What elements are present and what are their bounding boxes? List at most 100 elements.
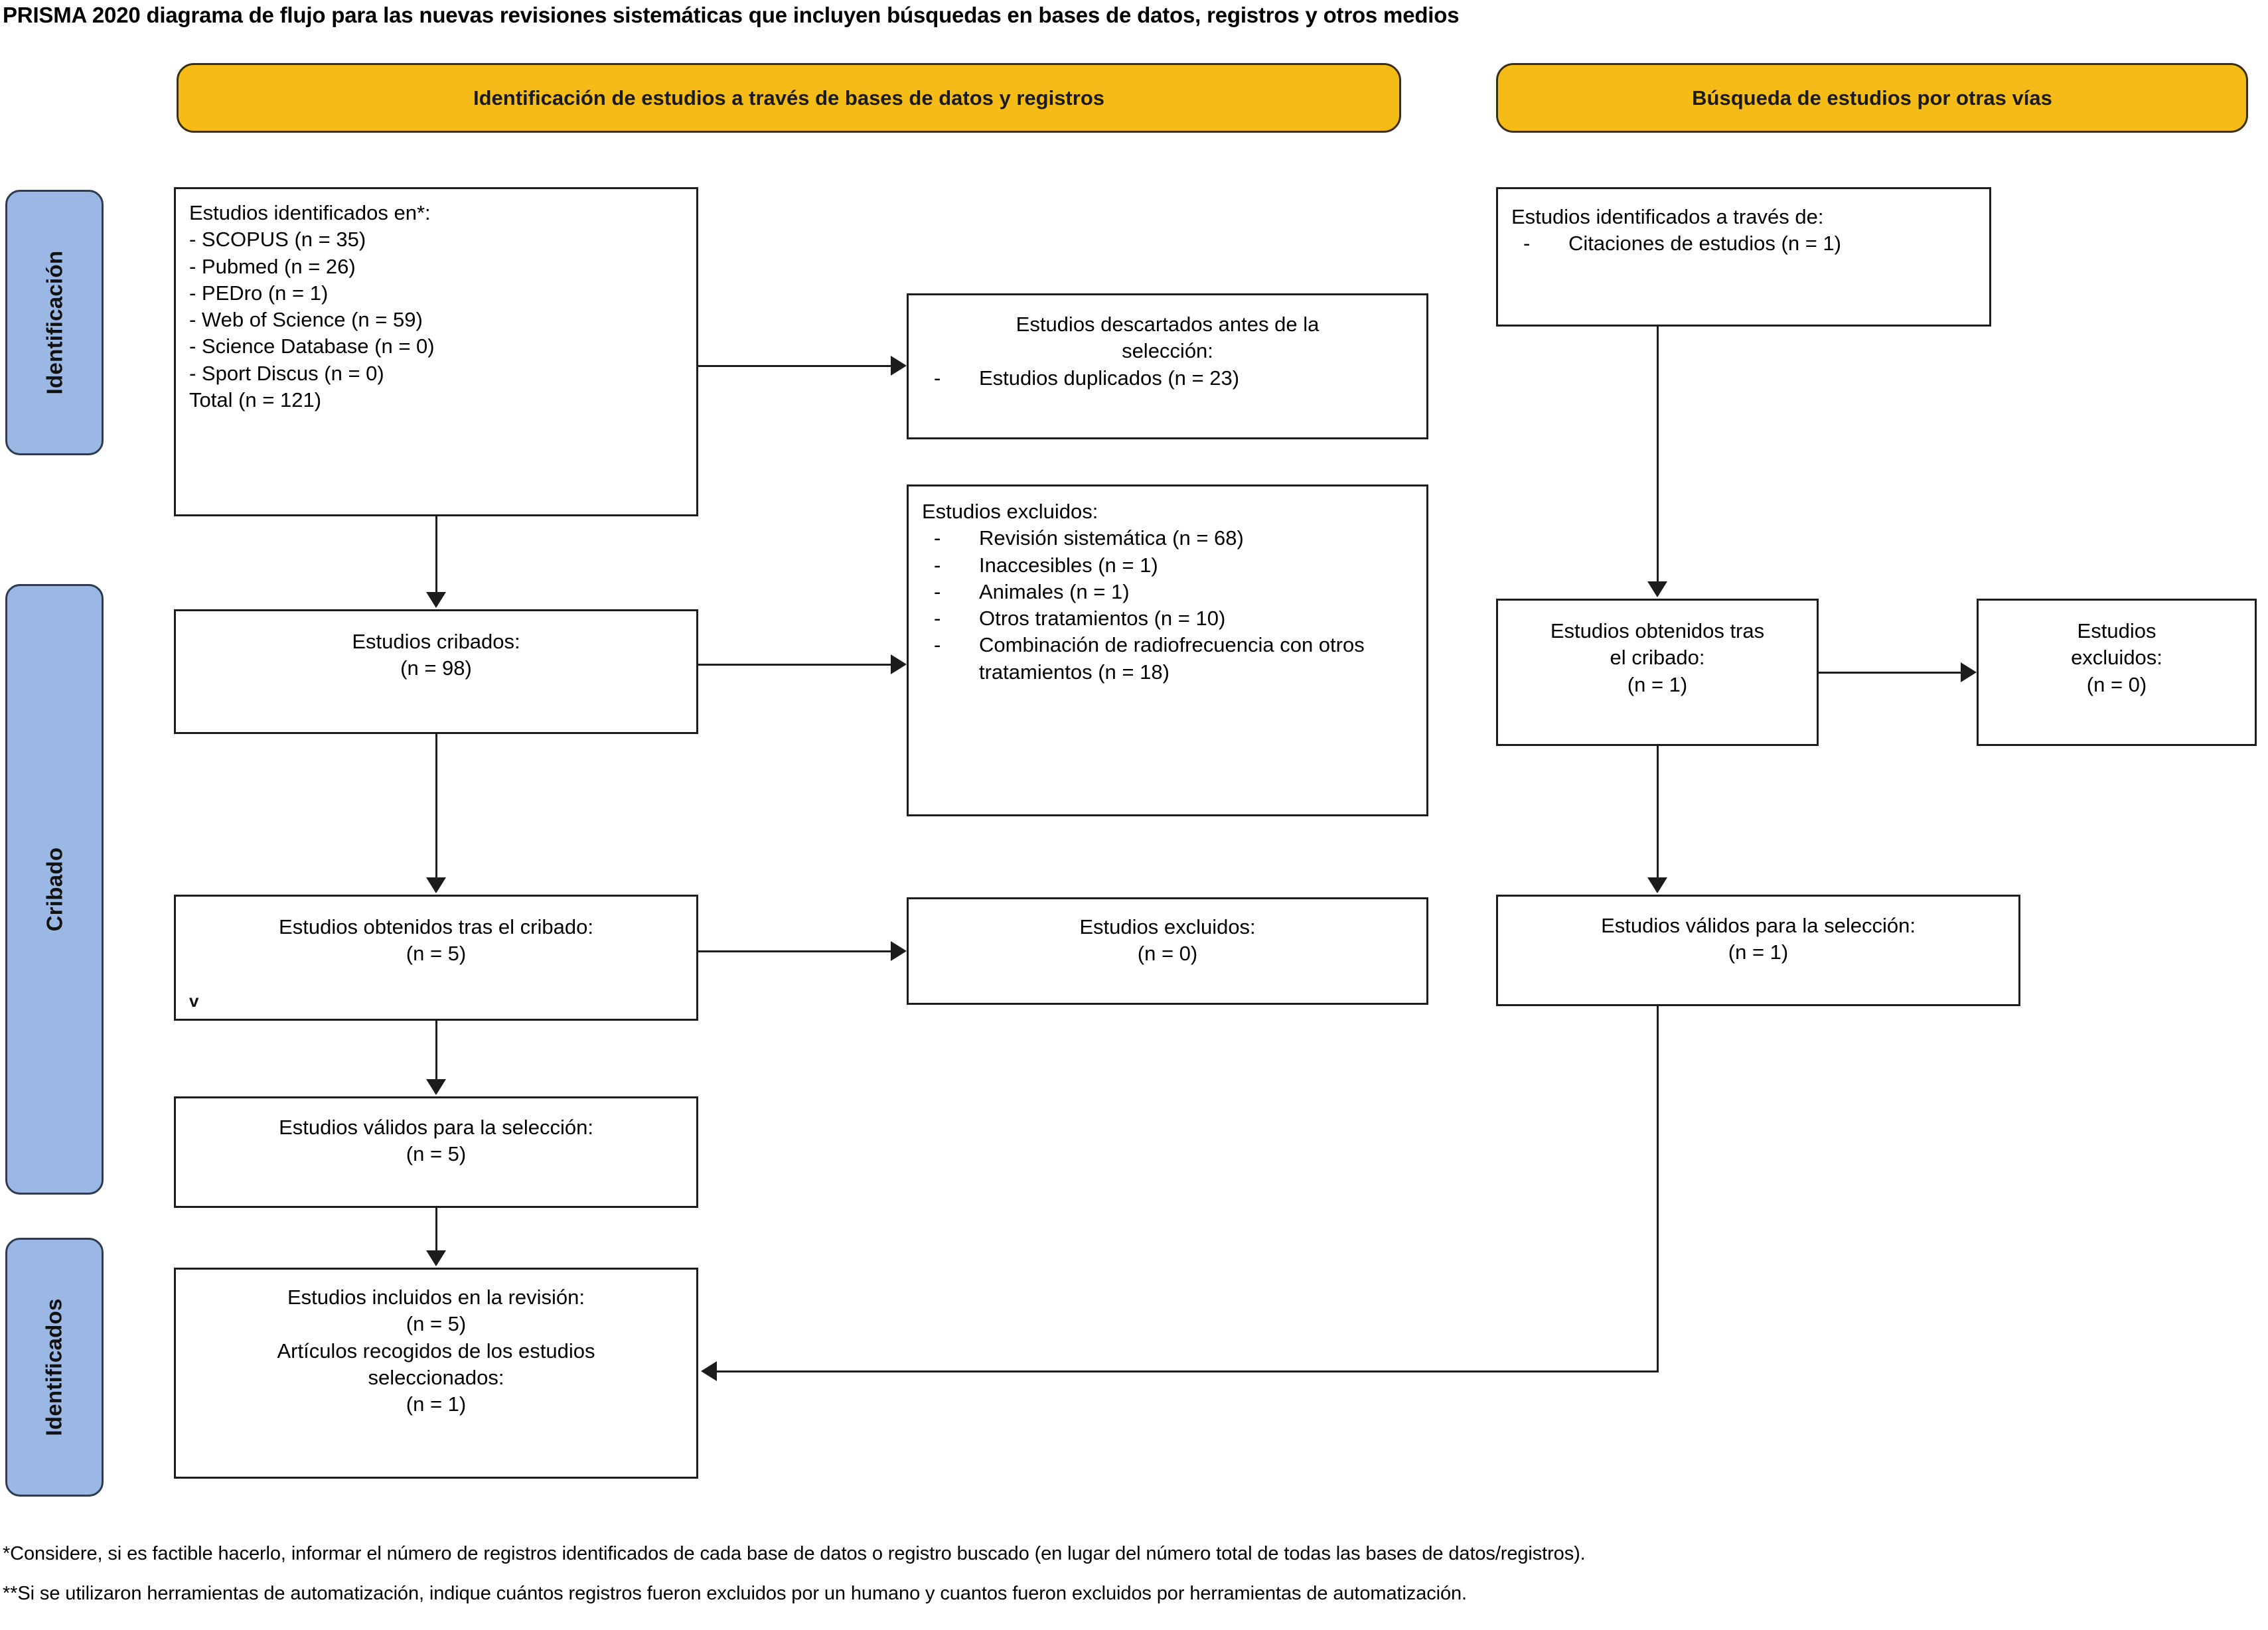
footnote-2: **Si se utilizaron herramientas de autom… xyxy=(3,1583,1467,1604)
dash-bullet: - xyxy=(934,366,941,390)
dash-bullet: - xyxy=(934,607,941,630)
node-included: Estudios incluidos en la revisión: (n = … xyxy=(174,1268,698,1479)
arrowhead-down-retrieved xyxy=(426,877,446,893)
arrowhead-down-other-retrieved xyxy=(1647,581,1667,597)
included-line3: Artículos recogidos de los estudios xyxy=(277,1339,595,1363)
list-item: - PEDro (n = 1) xyxy=(189,281,329,305)
not-retrieved-line1: Estudios excluidos: xyxy=(1079,915,1256,938)
list-item: - Inaccesibles (n = 1) xyxy=(922,552,1413,579)
connector-identified-to-screened xyxy=(435,516,437,593)
identified-other-heading: Estudios identificados a través de: xyxy=(1511,205,1824,228)
included-line4: seleccionados: xyxy=(368,1365,504,1389)
list-item: - Estudios duplicados (n = 23) xyxy=(922,365,1413,392)
dash-bullet: - xyxy=(934,553,941,577)
retrieved-line1: Estudios obtenidos tras el cribado: xyxy=(279,915,593,938)
arrowhead-right-other-excluded xyxy=(1961,662,1977,682)
connector-assessed-to-included xyxy=(435,1208,437,1252)
node-retrieved: Estudios obtenidos tras el cribado: (n =… xyxy=(174,895,698,1021)
list-item: - Web of Science (n = 59) xyxy=(189,308,423,332)
connector-identified-to-removed xyxy=(698,365,891,367)
dash-bullet: - xyxy=(934,633,941,657)
dash-bullet: - xyxy=(934,579,941,603)
removed-item-list: - Estudios duplicados (n = 23) xyxy=(922,365,1413,392)
excluded-item-list: - Revisión sistemática (n = 68) - Inacce… xyxy=(922,525,1413,686)
phase-label-identificados: Identificados xyxy=(5,1238,104,1497)
list-item: - Revisión sistemática (n = 68) xyxy=(922,525,1413,552)
list-item: - Pubmed (n = 26) xyxy=(189,254,356,278)
node-identified-databases: Estudios identificados en*: - SCOPUS (n … xyxy=(174,187,698,516)
included-line2: (n = 5) xyxy=(406,1312,467,1336)
list-item-label: Otros tratamientos (n = 10) xyxy=(979,607,1226,630)
identified-other-item-list: - Citaciones de estudios (n = 1) xyxy=(1511,230,1976,257)
connector-identified-other-to-other-retrieved xyxy=(1657,327,1659,583)
other-excluded-line1: Estudios xyxy=(2077,619,2156,642)
connector-screened-to-excluded xyxy=(698,664,891,666)
phase-label-identificacion-text: Identificación xyxy=(42,250,66,395)
other-assessed-line1: Estudios válidos para la selección: xyxy=(1601,914,1916,937)
banner-other-label: Búsqueda de estudios por otras vías xyxy=(1692,86,2052,110)
identified-total: Total (n = 121) xyxy=(189,388,322,412)
identified-source-list: - SCOPUS (n = 35) - Pubmed (n = 26) - PE… xyxy=(189,226,683,387)
list-item: - Otros tratamientos (n = 10) xyxy=(922,605,1413,632)
included-line1: Estudios incluidos en la revisión: xyxy=(287,1286,585,1309)
node-other-excluded: Estudios excluidos: (n = 0) xyxy=(1977,599,2257,746)
node-removed-before-screening: Estudios descartados antes de la selecci… xyxy=(907,293,1428,439)
banner-databases-registers: Identificación de estudios a través de b… xyxy=(177,63,1401,133)
connector-other-retrieved-to-other-excluded xyxy=(1819,672,1961,674)
list-item: - Sport Discus (n = 0) xyxy=(189,361,384,385)
dash-bullet: - xyxy=(934,526,941,550)
list-item: - Combinación de radiofrecuencia con otr… xyxy=(922,632,1413,686)
identified-heading: Estudios identificados en*: xyxy=(189,201,431,224)
list-item: - Science Database (n = 0) xyxy=(189,334,435,358)
assessed-line1: Estudios válidos para la selección: xyxy=(279,1116,593,1139)
connector-other-assessed-down xyxy=(1657,1006,1659,1372)
list-item: - SCOPUS (n = 35) xyxy=(189,228,366,252)
arrowhead-down-screened xyxy=(426,592,446,608)
retrieved-line2: (n = 5) xyxy=(406,942,467,966)
arrowhead-right-removed xyxy=(891,356,907,376)
connector-retrieved-to-assessed xyxy=(435,1021,437,1080)
screened-line1: Estudios cribados: xyxy=(352,630,520,653)
phase-label-cribado-text: Cribado xyxy=(42,847,66,932)
list-item: - Animales (n = 1) xyxy=(922,579,1413,605)
list-item-label: Animales (n = 1) xyxy=(979,579,1130,603)
list-item-label: Revisión sistemática (n = 68) xyxy=(979,526,1244,550)
arrowhead-down-assessed xyxy=(426,1079,446,1095)
node-excluded-screening: Estudios excluidos: - Revisión sistemáti… xyxy=(907,484,1428,816)
other-excluded-line3: (n = 0) xyxy=(2086,672,2147,696)
other-retrieved-line1: Estudios obtenidos tras xyxy=(1550,619,1765,642)
list-item-label: Estudios duplicados (n = 23) xyxy=(979,366,1240,390)
connector-retrieved-to-not-retrieved xyxy=(698,950,891,952)
phase-label-cribado: Cribado xyxy=(5,584,104,1195)
excluded-heading: Estudios excluidos: xyxy=(922,500,1098,523)
removed-heading-line2: selección: xyxy=(1122,339,1213,363)
list-item-label: Citaciones de estudios (n = 1) xyxy=(1568,232,1841,256)
footnote-1: *Considere, si es factible hacerlo, info… xyxy=(3,1543,1586,1564)
connector-screened-to-retrieved xyxy=(435,734,437,879)
arrowhead-right-excluded xyxy=(891,654,907,674)
node-other-assessed: Estudios válidos para la selección: (n =… xyxy=(1496,895,2020,1006)
list-item-label: Inaccesibles (n = 1) xyxy=(979,553,1158,577)
arrowhead-left-included xyxy=(701,1361,717,1381)
dash-bullet: - xyxy=(1523,232,1531,256)
other-excluded-line2: excluidos: xyxy=(2071,646,2162,670)
other-retrieved-line3: (n = 1) xyxy=(1627,672,1688,696)
arrowhead-right-not-retrieved xyxy=(891,941,907,961)
node-screened: Estudios cribados: (n = 98) xyxy=(174,609,698,734)
assessed-line2: (n = 5) xyxy=(406,1142,467,1166)
removed-heading-line1: Estudios descartados antes de la xyxy=(1016,313,1320,336)
other-assessed-line2: (n = 1) xyxy=(1728,940,1789,964)
screened-line2: (n = 98) xyxy=(400,656,472,680)
included-line5: (n = 1) xyxy=(406,1392,467,1416)
connector-other-retrieved-to-other-assessed xyxy=(1657,746,1659,879)
connector-other-assessed-to-included xyxy=(717,1371,1659,1372)
other-retrieved-line2: el cribado: xyxy=(1610,646,1705,670)
not-retrieved-line2: (n = 0) xyxy=(1137,942,1198,966)
list-item-label: Combinación de radiofrecuencia con otros… xyxy=(979,633,1365,684)
list-item: - Citaciones de estudios (n = 1) xyxy=(1511,230,1976,257)
phase-label-identificados-text: Identificados xyxy=(42,1298,66,1436)
banner-databases-label: Identificación de estudios a través de b… xyxy=(473,86,1104,110)
arrowhead-down-included xyxy=(426,1250,446,1266)
page-title: PRISMA 2020 diagrama de flujo para las n… xyxy=(3,3,1460,27)
